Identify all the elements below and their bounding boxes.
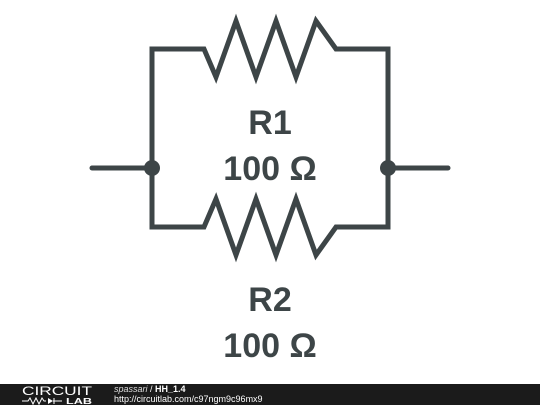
footer-title-line: spassari / HH_1.4 <box>114 384 263 394</box>
resistor-r1-symbol[interactable] <box>149 13 391 171</box>
r1-value-label: 100 Ω <box>223 150 316 188</box>
r2-value-label: 100 Ω <box>223 327 316 365</box>
footer-bar: CIRCUIT LAB spassari / HH_1.4 http://cir… <box>0 384 540 405</box>
logo-resistor-icon <box>22 396 46 405</box>
logo-top-text: CIRCUIT <box>22 384 93 398</box>
footer-info: spassari / HH_1.4 http://circuitlab.com/… <box>114 384 263 404</box>
r2-ref-label: R2 <box>248 281 291 319</box>
circuit-schematic: R1 100 Ω R2 100 Ω <box>89 13 451 365</box>
left-junction-node <box>144 160 160 176</box>
circuitlab-logo[interactable]: CIRCUIT LAB <box>22 384 102 405</box>
circuit-title[interactable]: HH_1.4 <box>155 384 186 394</box>
logo-bottom-text: LAB <box>66 397 92 405</box>
circuit-url-link[interactable]: http://circuitlab.com/c97ngm9c96mx9 <box>114 394 263 404</box>
logo-diode-icon <box>48 398 53 404</box>
r1-ref-label: R1 <box>248 104 291 142</box>
author-link[interactable]: spassari <box>114 384 148 394</box>
right-junction-node <box>380 160 396 176</box>
footer-separator: / <box>147 384 156 394</box>
resistor-r2-symbol[interactable] <box>149 165 391 263</box>
